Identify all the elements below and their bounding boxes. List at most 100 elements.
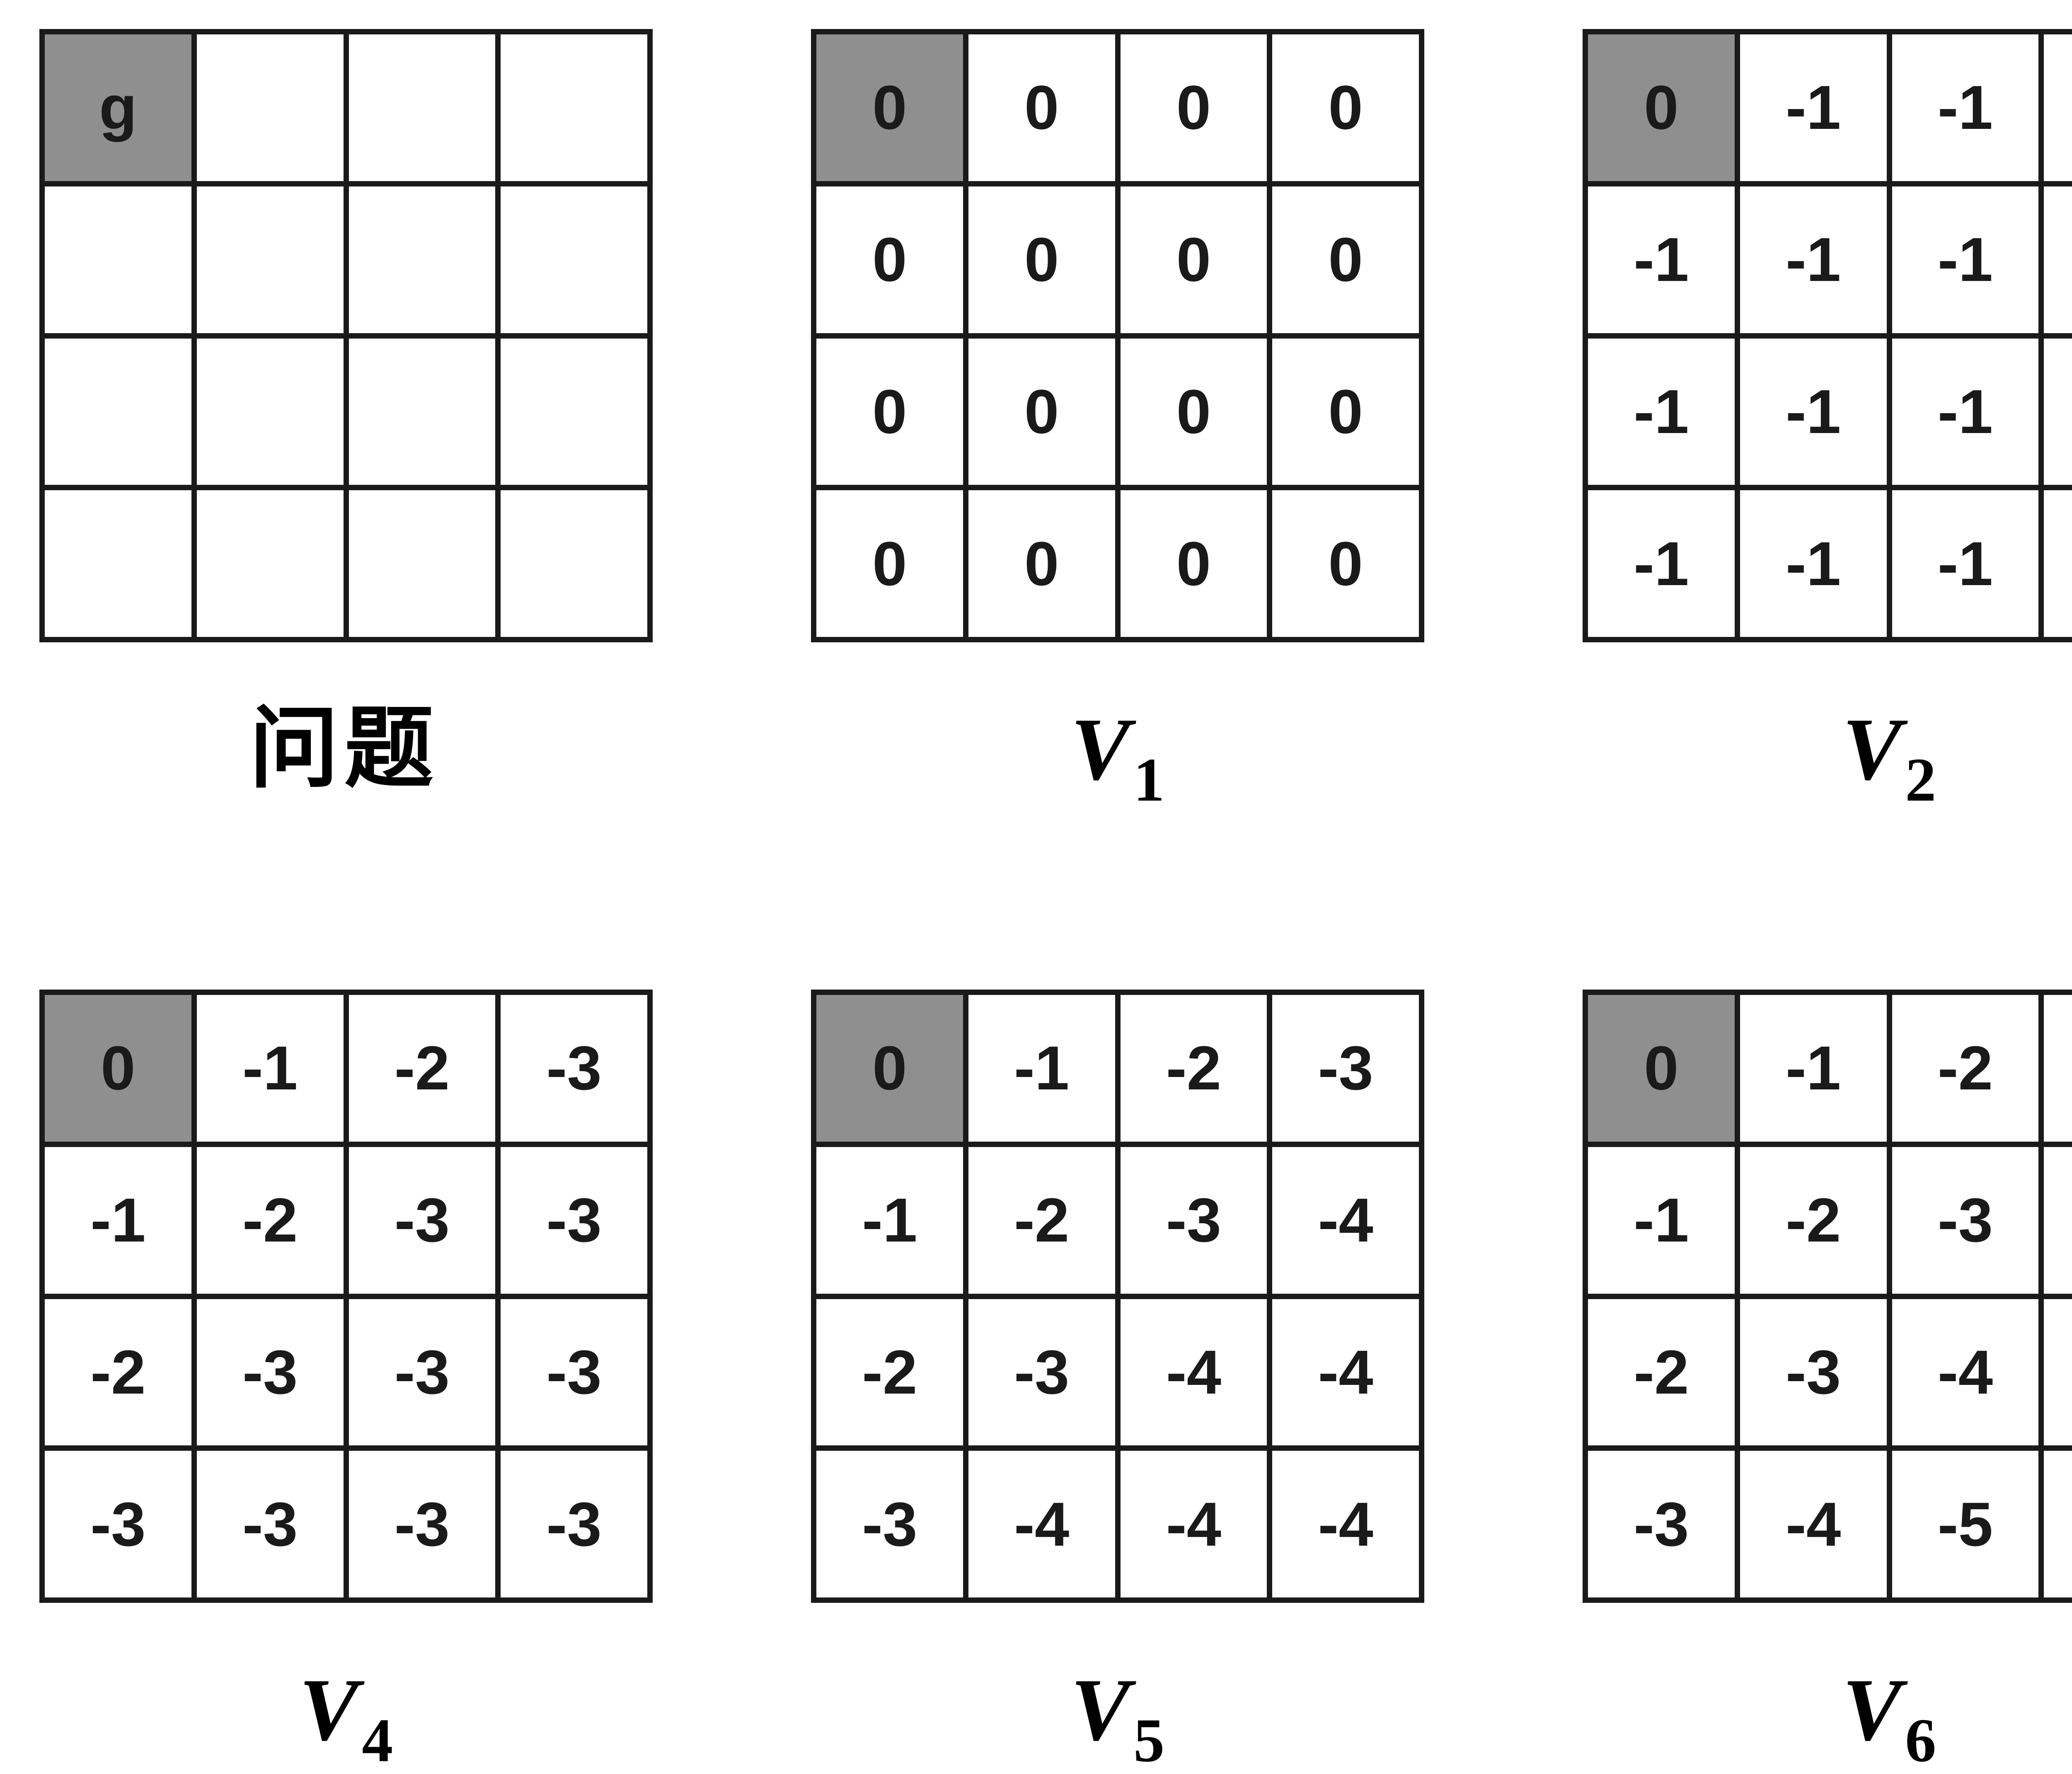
grid-cell (501, 490, 647, 637)
grid-cell: 0 (968, 338, 1115, 485)
label-text: V (299, 1660, 359, 1759)
grid-cell (349, 490, 496, 637)
grid-cell: -3 (349, 1299, 496, 1446)
grid-cell: -2 (196, 1147, 344, 1294)
grid-cell: -4 (1120, 1299, 1267, 1446)
grid-cell: -1 (968, 995, 1115, 1142)
grid-cell (196, 186, 344, 333)
goal-cell: 0 (1588, 34, 1735, 181)
label-subscript: 4 (362, 1706, 393, 1774)
grid-cell: -4 (1272, 1451, 1419, 1597)
grid-cell: -3 (816, 1451, 963, 1597)
grid-cell: -3 (196, 1451, 344, 1597)
grid-cell: -3 (968, 1299, 1115, 1446)
grid-cell: -1 (1892, 186, 2039, 333)
grid-cell: -1 (1740, 338, 1887, 485)
label-subscript: 5 (1133, 1706, 1165, 1774)
grid-cell: -2 (1120, 995, 1267, 1142)
grid-cell: -3 (501, 1147, 647, 1294)
label-v6: V6 (1583, 1660, 2072, 1774)
grid-cell: -3 (1740, 1299, 1887, 1446)
grid-cell: -5 (1892, 1451, 2039, 1597)
label-text: V (1070, 1660, 1130, 1759)
grid-cell (196, 490, 344, 637)
grid-cell: 0 (1120, 490, 1267, 637)
grid-cell: -1 (1588, 1147, 1735, 1294)
grid-cell (501, 338, 647, 485)
label-subscript: 1 (1133, 745, 1165, 814)
grid-cell: -1 (45, 1147, 191, 1294)
grid-cell: -4 (1892, 1299, 2039, 1446)
grid-cell: 0 (1272, 34, 1419, 181)
grid-cell: 0 (816, 186, 963, 333)
grid-cell (501, 186, 647, 333)
grid-cell (349, 338, 496, 485)
grid-cell: -1 (2044, 490, 2072, 637)
grid-cell: 0 (1120, 338, 1267, 485)
grid-cell: -2 (968, 1147, 1115, 1294)
goal-cell: g (45, 34, 191, 181)
grid-cell: 0 (1272, 338, 1419, 485)
grid-cell: 0 (1120, 34, 1267, 181)
grid-cell (196, 34, 344, 181)
label-text: V (1842, 699, 1902, 799)
grid-cell: 0 (816, 338, 963, 485)
grid-cell: -5 (2044, 1299, 2072, 1446)
grid-cell (349, 186, 496, 333)
grid-cell: -2 (1740, 1147, 1887, 1294)
grid-cell: -3 (1120, 1147, 1267, 1294)
grid-cell (45, 490, 191, 637)
label-v4: V4 (39, 1660, 653, 1774)
grid-cell (45, 338, 191, 485)
grid-cell: -1 (1740, 490, 1887, 637)
grid-cell (349, 34, 496, 181)
label-v5: V5 (811, 1660, 1424, 1774)
grid-cell: -1 (1588, 186, 1735, 333)
label-v1: V1 (811, 700, 1424, 814)
grid-cell: 0 (968, 186, 1115, 333)
grid-cell: -2 (1892, 995, 2039, 1142)
grid-cell: -3 (349, 1451, 496, 1597)
grid-cell: -3 (2044, 995, 2072, 1142)
grid-block-v5: 0 -1 -2 -3 -1 -2 -3 -4 -2 -3 -4 -4 -3 -4… (811, 990, 1424, 1774)
grid-v5: 0 -1 -2 -3 -1 -2 -3 -4 -2 -3 -4 -4 -3 -4… (811, 990, 1424, 1603)
grid-cell: -5 (2044, 1451, 2072, 1597)
grid-cell: -1 (1588, 338, 1735, 485)
grid-cell: -3 (45, 1451, 191, 1597)
grid-cell: -1 (2044, 338, 2072, 485)
grid-cell: -1 (1740, 995, 1887, 1142)
grid-cell: -1 (1740, 186, 1887, 333)
grid-cell: -3 (349, 1147, 496, 1294)
grid-cell: -1 (196, 995, 344, 1142)
grid-block-v4: 0 -1 -2 -3 -1 -2 -3 -3 -2 -3 -3 -3 -3 -3… (39, 990, 653, 1774)
grid-cell (501, 34, 647, 181)
grid-cell: -4 (1740, 1451, 1887, 1597)
grid-cell: -2 (45, 1299, 191, 1446)
grid-v2: 0 -1 -1 -1 -1 -1 -1 -1 -1 -1 -1 -1 -1 -1… (1583, 29, 2072, 642)
grid-cell: 0 (1120, 186, 1267, 333)
grid-cell: -3 (1588, 1451, 1735, 1597)
grid-cell: -2 (1588, 1299, 1735, 1446)
grid-cell: -1 (1740, 34, 1887, 181)
grid-cell: -4 (1272, 1299, 1419, 1446)
grid-cell: -1 (1892, 338, 2039, 485)
goal-cell: 0 (816, 34, 963, 181)
grid-cell: -1 (1892, 34, 2039, 181)
grid-cell: -2 (816, 1299, 963, 1446)
grid-problem: g (39, 29, 653, 642)
label-text: V (1842, 1660, 1902, 1759)
grid-cell: -4 (2044, 1147, 2072, 1294)
grid-cell: 0 (968, 490, 1115, 637)
grid-cell: -3 (501, 995, 647, 1142)
grid-block-v1: 0 0 0 0 0 0 0 0 0 0 0 0 0 0 0 0 V1 (811, 29, 1424, 814)
grid-cell: -1 (816, 1147, 963, 1294)
label-v2: V2 (1583, 700, 2072, 814)
grid-cell (196, 338, 344, 485)
goal-cell: 0 (1588, 995, 1735, 1142)
grid-cell: -3 (1892, 1147, 2039, 1294)
grid-cell: -2 (349, 995, 496, 1142)
label-problem: 问题 (39, 700, 653, 801)
label-text: 问题 (249, 699, 439, 799)
grid-v6: 0 -1 -2 -3 -1 -2 -3 -4 -2 -3 -4 -5 -3 -4… (1583, 990, 2072, 1603)
